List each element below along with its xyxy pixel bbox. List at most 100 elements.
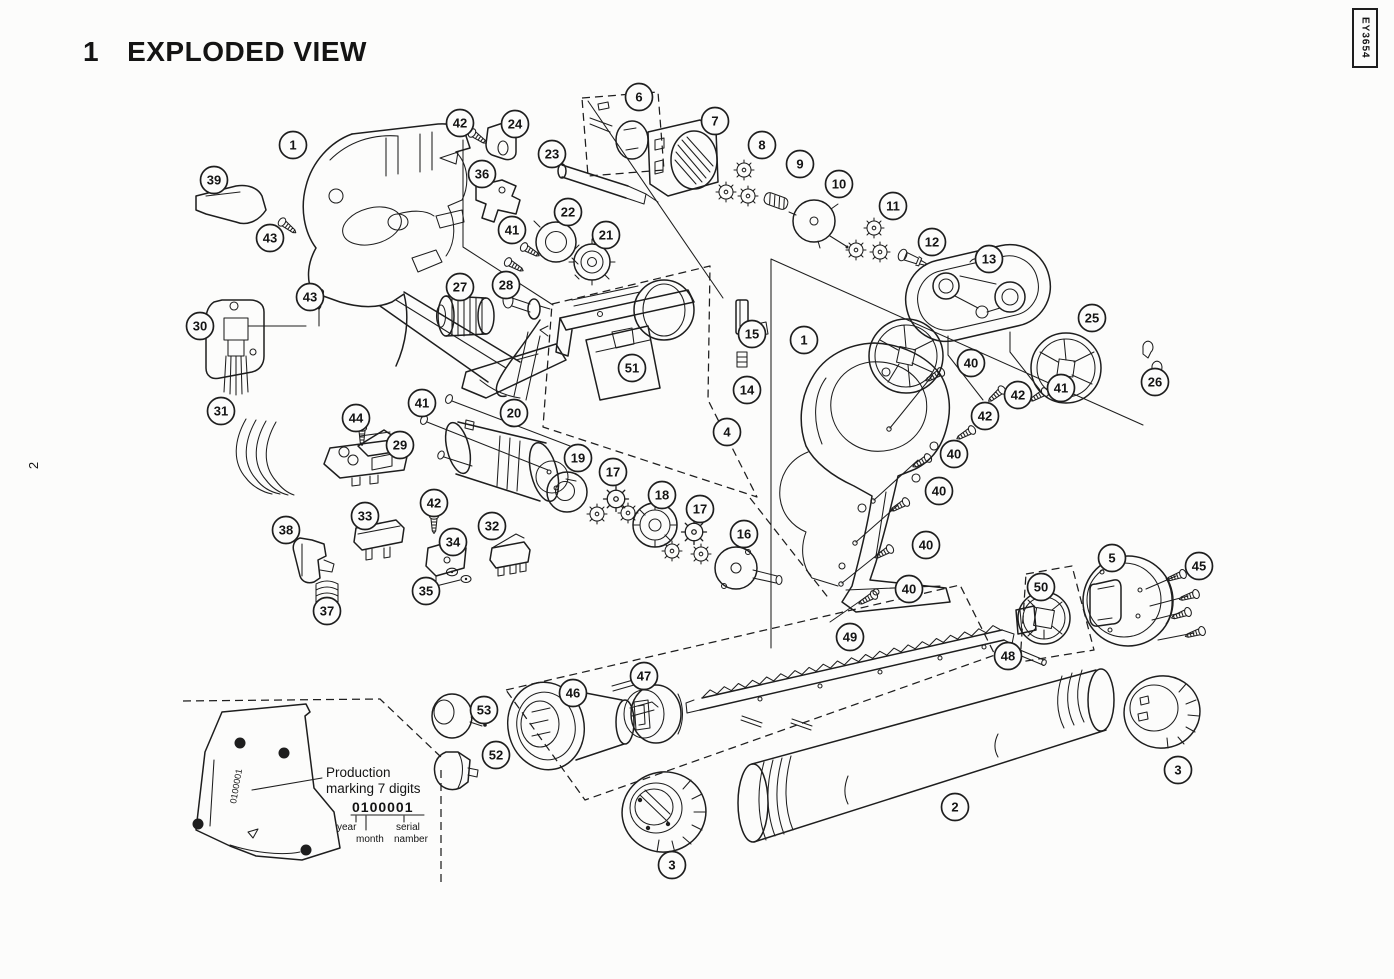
callout-49: 49: [835, 622, 865, 652]
svg-text:41: 41: [505, 223, 519, 238]
svg-text:21: 21: [599, 228, 613, 243]
part-31-wires: [235, 418, 295, 496]
callout-40: 40: [956, 348, 986, 378]
part-49-rack: [685, 625, 1015, 731]
boundary-left-assembly: [462, 139, 554, 306]
svg-text:49: 49: [843, 630, 857, 645]
svg-text:42: 42: [427, 496, 441, 511]
inset-label-line1: Production: [326, 765, 391, 780]
gear-small-c: [661, 540, 683, 562]
inset-caption-serial-2: namber: [394, 834, 429, 845]
callout-41: 41: [1046, 373, 1076, 403]
svg-text:39: 39: [207, 173, 221, 188]
svg-text:36: 36: [475, 167, 489, 182]
callout-29: 29: [385, 430, 415, 460]
callout-45: 45: [1184, 551, 1214, 581]
svg-text:42: 42: [1011, 388, 1025, 403]
svg-text:41: 41: [1054, 381, 1068, 396]
dashed-link: [749, 497, 831, 601]
svg-text:13: 13: [982, 252, 996, 267]
part-10-clutch: [788, 199, 849, 249]
callout-32: 32: [477, 511, 507, 541]
callout-19: 19: [563, 443, 593, 473]
callout-27: 27: [445, 272, 475, 302]
callout-23: 23: [537, 139, 567, 169]
part-17-gear-a: [602, 485, 630, 513]
svg-text:47: 47: [637, 669, 651, 684]
callout-5: 5: [1097, 543, 1127, 573]
part-left-housing: [302, 123, 661, 401]
svg-text:6: 6: [635, 90, 642, 105]
callout-47: 47: [629, 661, 659, 691]
callout-18: 18: [647, 480, 677, 510]
part-30-terminal-plate: [205, 299, 320, 396]
callout-53: 53: [469, 695, 499, 725]
callout-17: 17: [598, 457, 628, 487]
callout-6: 6: [624, 82, 654, 112]
callout-2: 2: [940, 792, 970, 822]
part-22-bearing-holder: [533, 220, 579, 265]
svg-text:23: 23: [545, 147, 559, 162]
svg-text:18: 18: [655, 488, 669, 503]
svg-text:17: 17: [606, 465, 620, 480]
inset-caption-year: year: [337, 822, 357, 833]
callout-50: 50: [1026, 572, 1056, 602]
callout-3: 3: [657, 850, 687, 880]
callout-41: 41: [407, 388, 437, 418]
callout-25: 25: [1077, 303, 1107, 333]
svg-text:32: 32: [485, 519, 499, 534]
part-7-clutch-housing: [647, 119, 719, 197]
gears-8: [715, 159, 759, 207]
svg-text:20: 20: [507, 406, 521, 421]
callout-39: 39: [199, 165, 229, 195]
inset-caption-month: month: [356, 834, 384, 845]
svg-text:41: 41: [415, 396, 429, 411]
svg-text:44: 44: [349, 411, 364, 426]
callout-28: 28: [491, 270, 521, 300]
part-35-washers: [445, 567, 472, 584]
svg-text:43: 43: [263, 231, 277, 246]
section-title: EXPLODED VIEW: [127, 36, 367, 67]
screws-41-motor: [419, 394, 571, 471]
svg-text:16: 16: [737, 527, 751, 542]
svg-text:33: 33: [358, 509, 372, 524]
callout-40: 40: [911, 530, 941, 560]
doc-code-label: EY3654: [1352, 8, 1378, 68]
callout-40: 40: [924, 476, 954, 506]
callout-10: 10: [824, 169, 854, 199]
callout-33: 33: [350, 501, 380, 531]
svg-text:8: 8: [758, 138, 765, 153]
dashed-box-part6: [581, 91, 665, 177]
part-16-clutch-plate: [714, 546, 783, 590]
part-3-cap-right: [1123, 675, 1201, 749]
svg-text:28: 28: [499, 278, 513, 293]
callout-24: 24: [500, 109, 530, 139]
gear-small-d: [690, 543, 712, 565]
part-2-tube: [737, 668, 1115, 843]
callout-44: 44: [341, 403, 371, 433]
callout-8: 8: [747, 130, 777, 160]
callout-15: 15: [737, 319, 767, 349]
svg-text:11: 11: [886, 199, 900, 214]
part-19-bearing: [546, 471, 588, 513]
part-32-microswitch: [489, 533, 531, 577]
svg-text:38: 38: [279, 523, 293, 538]
svg-text:7: 7: [711, 114, 718, 129]
callout-40: 40: [894, 574, 924, 604]
svg-text:40: 40: [932, 484, 946, 499]
svg-text:26: 26: [1148, 375, 1162, 390]
svg-text:3: 3: [668, 858, 675, 873]
svg-text:1: 1: [800, 333, 807, 348]
svg-text:34: 34: [446, 535, 461, 550]
boundary-diagonal: [587, 100, 724, 299]
svg-text:45: 45: [1192, 559, 1206, 574]
callout-1: 1: [278, 130, 308, 160]
svg-text:48: 48: [1001, 649, 1015, 664]
part-52-cap: [433, 751, 479, 791]
callout-16: 16: [729, 519, 759, 549]
part-14-spring: [736, 351, 748, 368]
callout-42: 42: [445, 108, 475, 138]
